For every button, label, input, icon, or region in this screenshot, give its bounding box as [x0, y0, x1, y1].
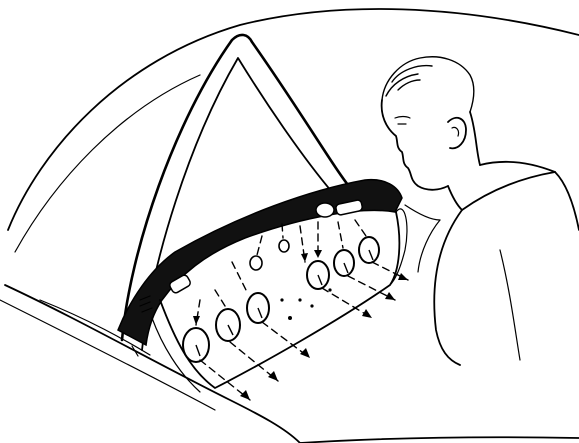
gauge-3: [247, 293, 269, 323]
pilot-figure: [382, 57, 579, 365]
gauge-2: [216, 309, 240, 341]
gauge-small-2: [279, 240, 289, 252]
gauge-4: [307, 261, 329, 289]
gauge-6: [359, 237, 379, 263]
gauge-small-1: [250, 256, 262, 270]
panel-light-center: [316, 203, 334, 217]
gauge-5: [334, 250, 354, 276]
gauge-1: [183, 328, 209, 362]
canopy: [0, 9, 579, 443]
